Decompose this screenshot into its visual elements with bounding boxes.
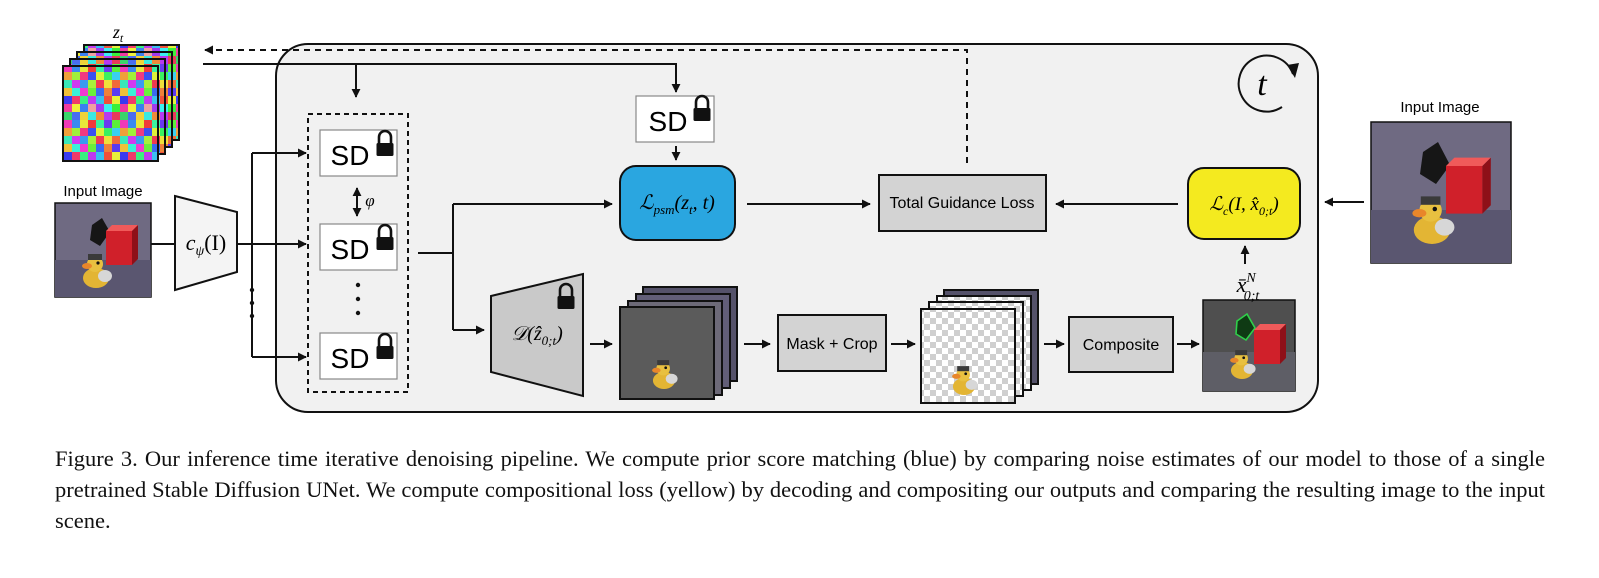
input-image-right-label: Input Image <box>1400 99 1479 116</box>
sd-unet-2: SD <box>319 223 398 271</box>
compositional-loss: ℒc(I, x̂0;t) <box>1187 167 1301 240</box>
decoder-label: 𝒟(ẑ0;t) <box>511 323 563 348</box>
latent-label: zt <box>112 22 124 45</box>
phi-connector: φ <box>352 187 375 217</box>
pretrained-sd-unet: SD <box>635 94 715 143</box>
composite-label: Composite <box>1083 337 1160 354</box>
composited-output-image <box>1202 299 1296 392</box>
sd-unet-1: SD <box>319 129 398 177</box>
encoder-label: cψ(I) <box>186 230 226 259</box>
input-image-right <box>1370 121 1512 264</box>
input-image-left-label: Input Image <box>63 183 142 200</box>
vae-decoder: 𝒟(ẑ0;t) <box>490 272 584 398</box>
pipeline-diagram: t zt Input Image cψ(I) SD φ <box>54 22 1512 413</box>
sd-unet-3-label: SD <box>331 343 370 374</box>
input-image-left <box>54 202 152 298</box>
composite-step: Composite <box>1068 316 1174 373</box>
latent-noise-stack <box>62 44 180 162</box>
total-loss-label: Total Guidance Loss <box>890 195 1035 212</box>
sd-unet-1-label: SD <box>331 140 370 171</box>
phi-label: φ <box>365 191 374 210</box>
timestep-loop-icon: t <box>1237 54 1299 113</box>
pretrained-sd-label: SD <box>649 106 688 137</box>
mask-crop-label: Mask + Crop <box>786 336 877 353</box>
decoded-images-stack <box>619 286 738 400</box>
psm-loss-label: ℒpsm(zt, t) <box>639 192 715 217</box>
timestep-label: t <box>1257 66 1268 103</box>
image-encoder: cψ(I) <box>174 194 238 292</box>
total-guidance-loss: Total Guidance Loss <box>878 174 1047 232</box>
figure-caption: Figure 3. Our inference time iterative d… <box>55 446 1545 533</box>
mask-crop-step: Mask + Crop <box>777 314 887 372</box>
sd-unet-3: SD <box>319 332 398 380</box>
prior-score-matching-loss: ℒpsm(zt, t) <box>619 165 736 241</box>
cropped-images-stack <box>920 289 1039 404</box>
sd-unet-2-label: SD <box>331 234 370 265</box>
comp-loss-label: ℒc(I, x̂0;t) <box>1209 194 1278 218</box>
sd-stack-container <box>307 113 409 393</box>
